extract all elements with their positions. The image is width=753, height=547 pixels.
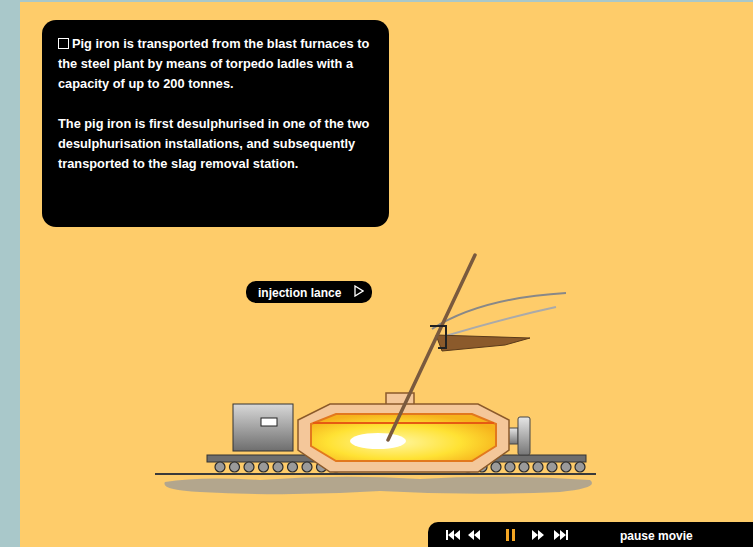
control-icon [554, 530, 568, 540]
text-paragraph: injection lance [258, 283, 350, 301]
torpedo-ladle [298, 404, 509, 472]
callout-pill: injection lance [246, 281, 372, 303]
wheel [215, 462, 225, 472]
melt-surface [313, 422, 494, 424]
rail [155, 473, 596, 475]
description-text: The pig iron is first desulphurised in o… [58, 116, 369, 171]
control-bar: pause movie [428, 522, 753, 547]
wheel [505, 462, 515, 472]
text-paragraph: pause movie [620, 526, 743, 545]
callout-label: injection lance [258, 286, 341, 300]
control-icon [446, 530, 448, 540]
injection-plume [350, 433, 406, 449]
lance-carriage [436, 335, 530, 351]
description-text: Pig iron is transported from the blast f… [58, 36, 369, 91]
wheel [547, 462, 557, 472]
wheel [259, 462, 269, 472]
drive-motor [233, 404, 293, 451]
play-triangle-icon [354, 285, 364, 297]
control-icon [532, 530, 544, 540]
play-triangle [355, 286, 363, 296]
control-icon [506, 529, 509, 541]
lance-clamp [430, 326, 446, 348]
control-icon [566, 530, 568, 540]
text-paragraph: Pig iron is transported from the blast f… [58, 34, 375, 94]
control-icon [468, 530, 480, 540]
control-icon [448, 530, 460, 540]
wheel [230, 462, 240, 472]
wheel [302, 462, 312, 472]
wheel [288, 462, 298, 472]
wheel [533, 462, 543, 472]
control-icon [512, 529, 515, 541]
text-paragraph: The pig iron is first desulphurised in o… [58, 114, 375, 174]
lance-hose [432, 293, 566, 329]
lance-hose [442, 307, 556, 337]
checkbox-icon [58, 38, 69, 49]
wheel [491, 462, 501, 472]
wheel [561, 462, 571, 472]
wheel [519, 462, 529, 472]
playback-controls [428, 522, 573, 547]
injection-lance [388, 255, 475, 440]
molten-pig-iron [311, 414, 496, 461]
info-text-box: Pig iron is transported from the blast f… [42, 20, 389, 227]
wheel [575, 462, 585, 472]
ground-shadow [164, 477, 592, 495]
wheel [244, 462, 254, 472]
motor-slot [261, 418, 277, 426]
control-icon [554, 530, 566, 540]
button-label: pause movie [620, 529, 693, 543]
ladle-flange [518, 417, 530, 455]
wheel [273, 462, 283, 472]
